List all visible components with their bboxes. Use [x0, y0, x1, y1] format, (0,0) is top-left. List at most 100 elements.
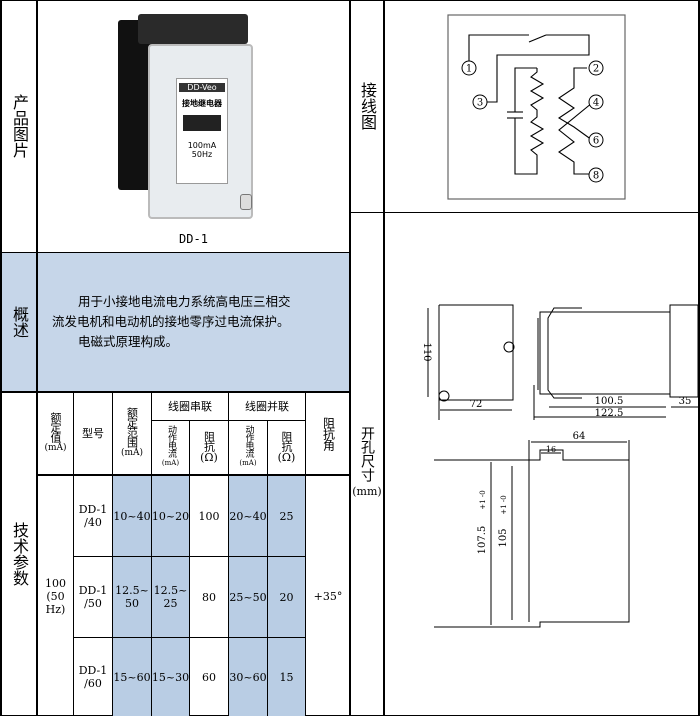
terminal-circle	[588, 132, 604, 148]
cell-line: 12.5~	[115, 584, 149, 597]
wire	[480, 34, 590, 103]
terminal-circle	[588, 60, 604, 76]
divider	[350, 212, 700, 213]
device-brand: DD-Veo	[179, 83, 225, 92]
header-rated: 额定值(mA)	[38, 393, 73, 474]
header-parallel: 线圈并联	[245, 400, 289, 413]
dimensions-label: 开孔尺寸 (mm)	[351, 212, 383, 716]
header-series-impedance: 阻抗(Ω)	[190, 421, 228, 474]
dimensions-label-text: 开孔尺寸	[359, 426, 375, 482]
wiring-label: 接线图	[351, 0, 383, 212]
terminal-label: 8	[593, 171, 599, 182]
rated-line: (50	[46, 589, 65, 603]
front-screw	[503, 341, 515, 353]
front-screw	[438, 390, 450, 402]
divider	[36, 253, 38, 391]
coil	[558, 102, 593, 175]
header-text: 动作电流	[166, 425, 176, 457]
cell-series-current: 12.5~25	[152, 557, 189, 637]
header-series-current: 动作电流 (mA)	[152, 421, 189, 474]
tech-label-text: 技术参数	[10, 522, 29, 586]
terminal-label: 3	[477, 98, 483, 109]
tech-label: 技术参数	[2, 393, 36, 715]
border	[0, 0, 2, 716]
divider	[73, 637, 305, 638]
header-unit: (Ω)	[277, 451, 296, 464]
overview-bg	[2, 253, 349, 391]
device-face: DD-Veo 接地继电器 100mA 50Hz	[176, 78, 228, 184]
cell-model: DD-1/60	[74, 638, 112, 716]
device-screw	[240, 194, 252, 210]
cell-series-imp: 80	[202, 590, 216, 604]
cell-parallel-imp: 15	[279, 670, 294, 684]
cell-line: 10~20	[151, 509, 190, 523]
coil	[557, 67, 593, 141]
cell-parallel-imp: 20	[279, 590, 294, 604]
photo-caption: DD-1	[179, 232, 208, 246]
cell-parallel-current: 30~60	[229, 670, 267, 684]
cell-line: 10~40	[113, 509, 151, 523]
dimensions-unit: (mm)	[352, 485, 382, 498]
device-name: 接地继电器	[182, 99, 222, 108]
cell-range: 10~40	[113, 476, 151, 556]
dim-front-width: 72	[470, 399, 483, 410]
overview-label: 概述	[2, 253, 36, 391]
cell-line: 15~30	[151, 670, 190, 684]
divider	[189, 420, 190, 716]
photo-label-text: 产品图片	[10, 94, 29, 158]
diagram-frame	[447, 14, 626, 200]
header-parallel-impedance: 阻抗(Ω)	[268, 421, 305, 474]
dim-cutout-h1-tol: +1 -0	[479, 490, 487, 509]
cell-line: 12.5~	[153, 584, 188, 597]
terminal-label: 1	[466, 64, 472, 75]
header-text: 阻抗角	[321, 417, 336, 450]
angle-value: +35°	[313, 589, 343, 603]
overview-line: 用于小接地电流电力系统高电压三相交	[78, 294, 291, 309]
header-unit: (mA)	[161, 459, 180, 467]
photo-label: 产品图片	[2, 0, 36, 252]
terminal-circle	[472, 94, 488, 110]
cell-parallel-current: 25~50	[229, 590, 267, 604]
header-range: 额定范围(mA)	[113, 393, 151, 474]
divider	[228, 393, 229, 716]
side-bracket	[547, 307, 582, 399]
cell-series-current: 15~30	[152, 638, 189, 716]
coil	[514, 68, 545, 175]
overview-line: 流发电机和电动机的接地零序过电流保护。	[52, 314, 290, 329]
wire	[514, 67, 537, 112]
dim-side-depth: 100.5	[595, 396, 624, 407]
terminal-label: 2	[593, 64, 599, 75]
cell-model: DD-1/40	[74, 476, 112, 556]
header-parallel-current: 动作电流(mA)	[229, 421, 267, 474]
cell-range: 12.5~50	[113, 557, 151, 637]
dim-cutout-notch: 16	[546, 445, 556, 454]
dim-front-depth: 35	[679, 396, 692, 407]
cell-line: 15~60	[113, 670, 151, 684]
header-unit: (mA)	[44, 443, 67, 453]
cell-range: 15~60	[113, 638, 151, 716]
divider	[0, 391, 350, 393]
overview-line: 电磁式原理构成。	[78, 334, 179, 349]
divider	[383, 0, 385, 716]
divider	[151, 393, 152, 716]
dim-cutout-h2-tol: +1 -0	[500, 495, 508, 514]
cell-line: 50	[125, 597, 139, 610]
device-cover	[148, 44, 253, 219]
divider	[151, 420, 305, 421]
overview-label-text: 概述	[10, 306, 29, 338]
dim-cutout-width: 64	[573, 431, 586, 442]
divider	[0, 252, 350, 253]
dim-cutout-h2: 105	[498, 528, 509, 547]
cell-model: DD-1/50	[74, 557, 112, 637]
cutout-outline	[434, 449, 630, 628]
header-text: 动作电流	[243, 425, 254, 457]
cell-series-imp: 60	[202, 670, 216, 684]
rated-line: Hz)	[45, 602, 66, 616]
device-dial	[183, 115, 221, 131]
divider	[73, 556, 305, 557]
border	[698, 0, 700, 716]
switch-contact	[528, 34, 547, 43]
